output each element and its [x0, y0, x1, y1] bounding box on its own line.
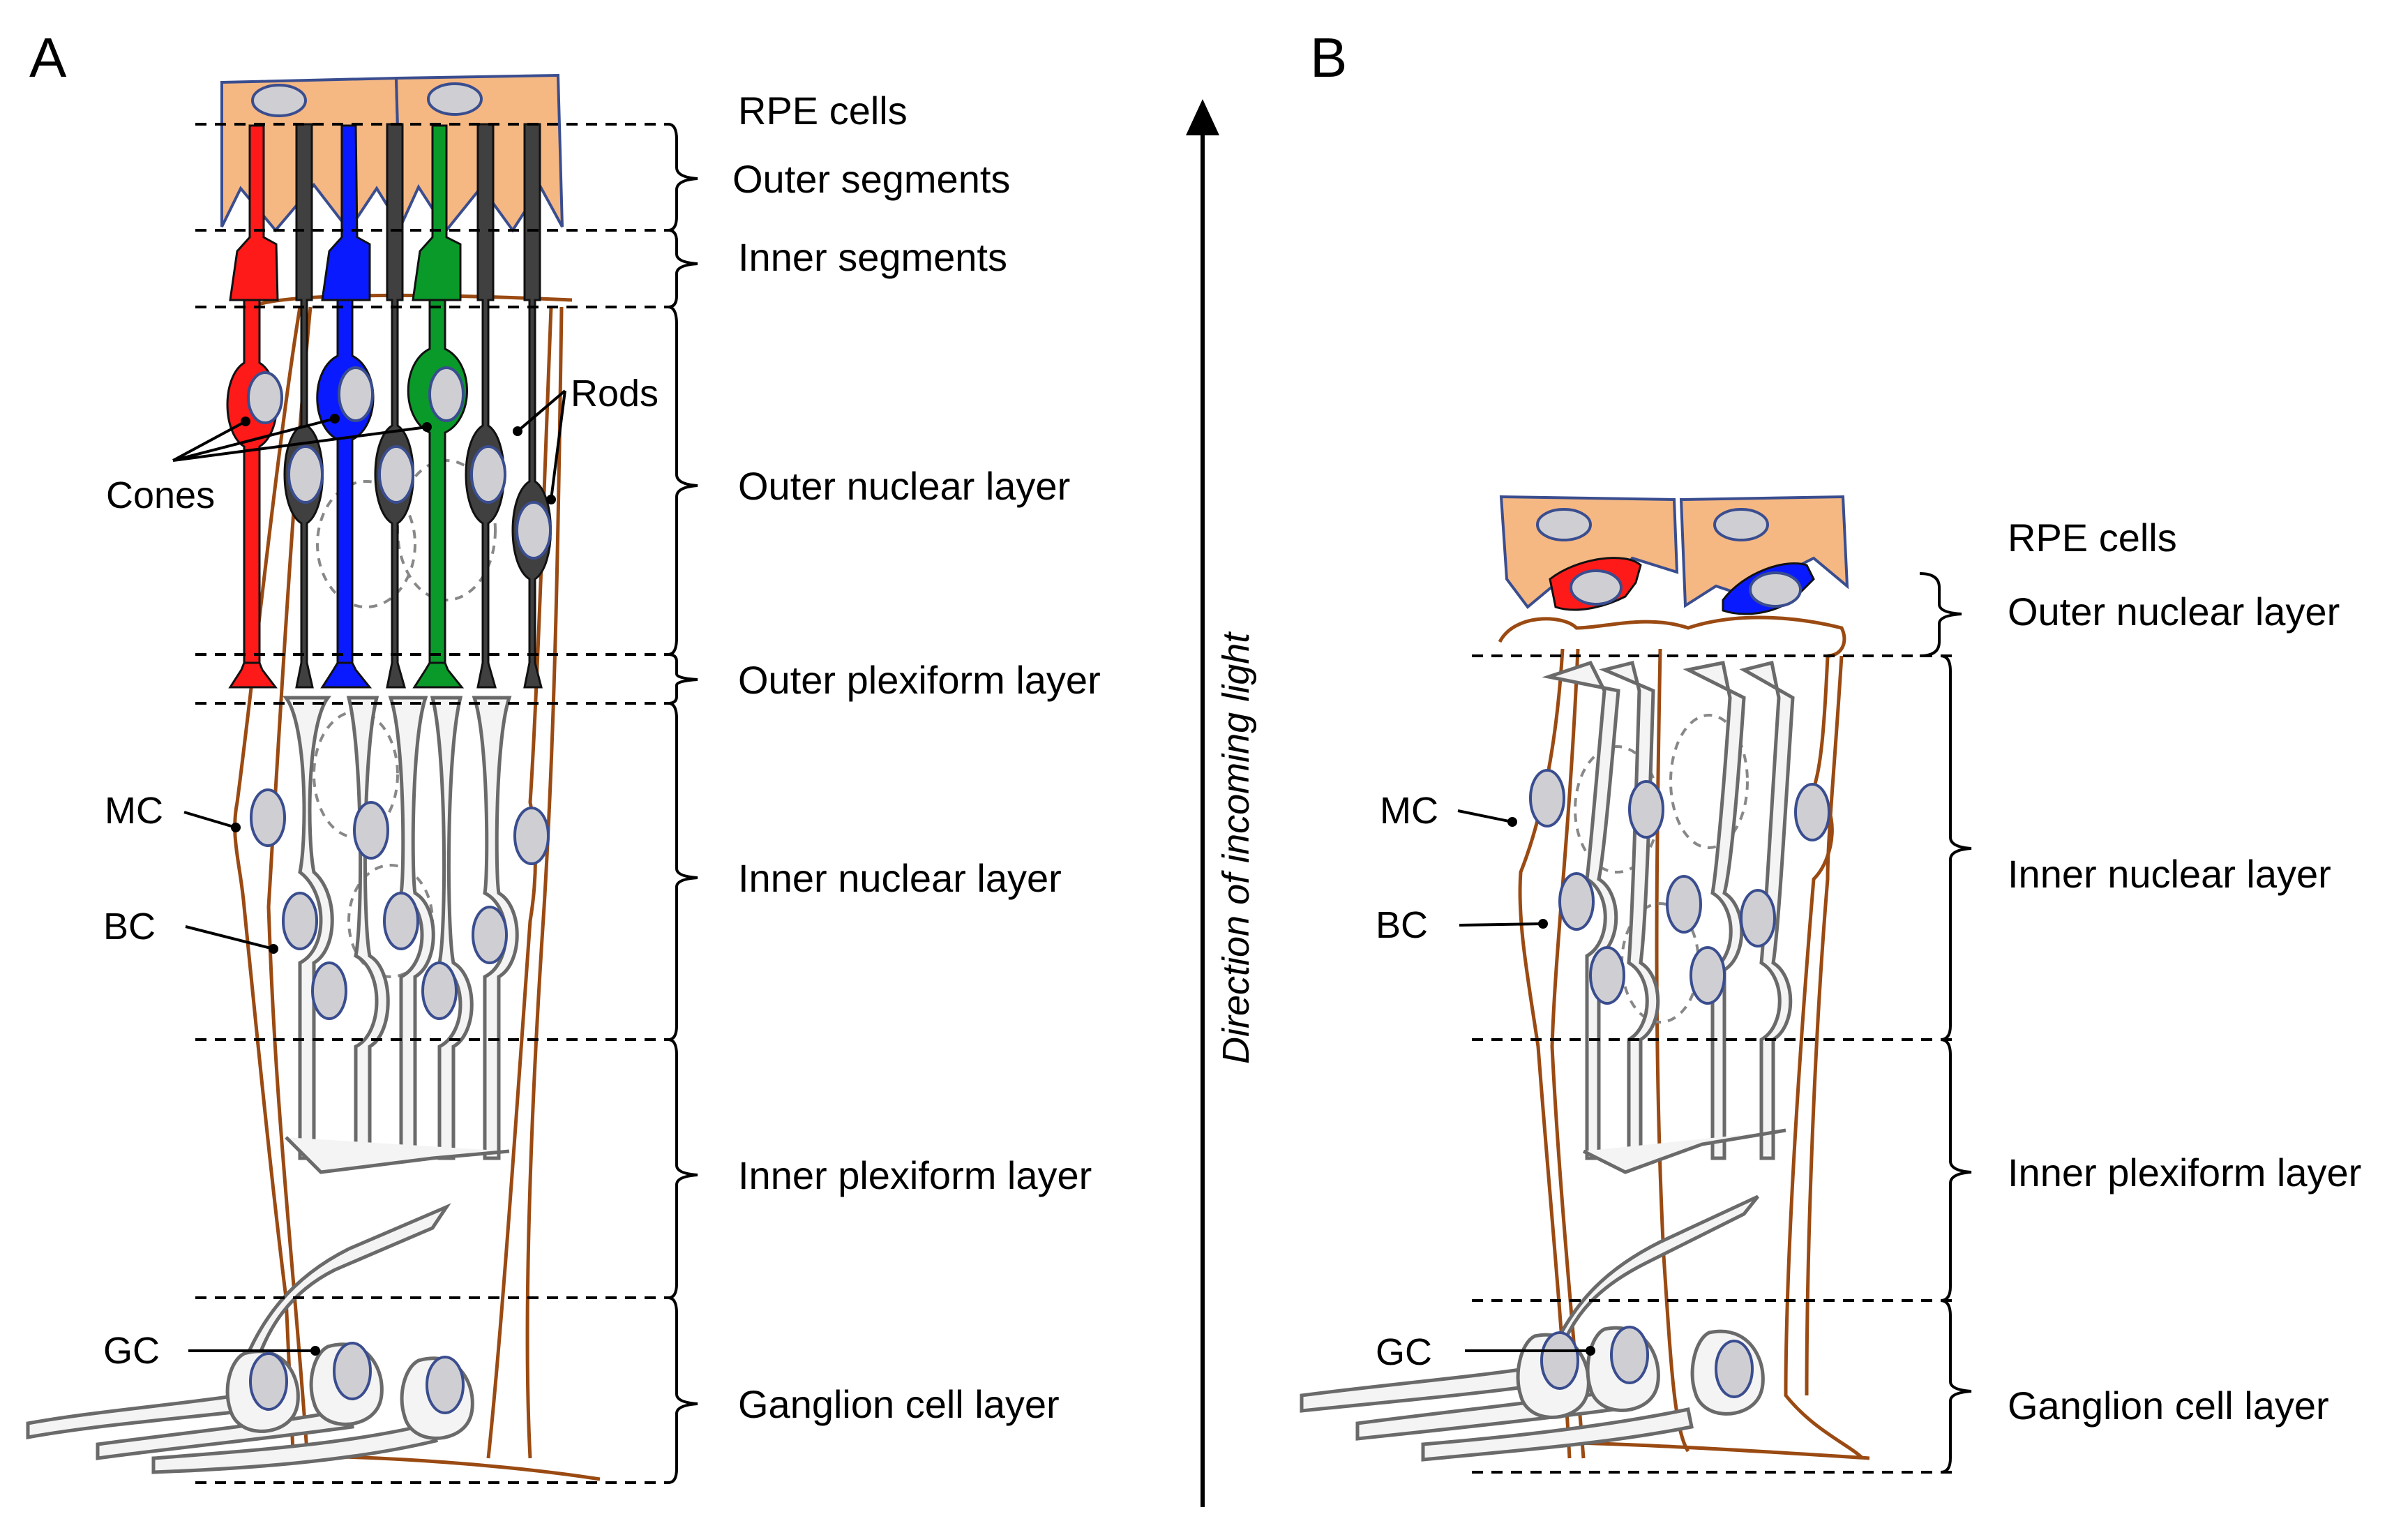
- panel-a-label-rpe: RPE cells: [738, 89, 908, 133]
- panel-a-label-outer-plexiform: Outer plexiform layer: [738, 658, 1101, 702]
- rpe-nucleus: [251, 84, 307, 117]
- panel-a-photoreceptors: [226, 123, 552, 689]
- rpe-nucleus: [427, 82, 483, 116]
- panel-b-label-inner-nuclear: Inner nuclear layer: [2008, 852, 2331, 896]
- panel-a-layer-boundaries: [195, 123, 670, 1484]
- panel-b-ganglion-cells: [1516, 1326, 1765, 1419]
- panel-b-label-ganglion: Ganglion cell layer: [2008, 1384, 2329, 1428]
- panel-a-label-inner-nuclear: Inner nuclear layer: [738, 856, 1062, 900]
- panel-b-label-gc: GC: [1376, 1331, 1432, 1373]
- panel-b-layer-boundaries: [1472, 654, 1953, 1474]
- panel-a-label-bc: BC: [103, 906, 156, 947]
- panel-a-ganglion-cells: [225, 1342, 474, 1440]
- light-direction-axis: Direction of incoming light: [1186, 99, 1257, 1507]
- arrow-up-icon: [1186, 99, 1219, 135]
- panel-b-rpe-cells: [1499, 495, 1849, 609]
- rod: [465, 123, 505, 689]
- panel-b-braces: [1919, 572, 1972, 1474]
- panel-b-letter: B: [1310, 27, 1347, 89]
- panel-a: A: [26, 27, 1101, 1484]
- panel-a-label-inner-plexiform: Inner plexiform layer: [738, 1153, 1092, 1197]
- panel-b: B: [1300, 27, 2361, 1474]
- rod: [374, 123, 414, 689]
- panel-b-label-mc: MC: [1380, 790, 1438, 832]
- panel-a-label-rods: Rods: [571, 373, 659, 414]
- panel-b-bipolar-cells: [1300, 660, 1830, 1462]
- panel-a-label-outer-nuclear: Outer nuclear layer: [738, 464, 1070, 508]
- panel-a-label-outer-segments: Outer segments: [732, 157, 1010, 201]
- panel-b-label-bc: BC: [1376, 904, 1428, 946]
- panel-b-photoreceptor-remnants: [1549, 557, 1815, 615]
- panel-a-label-ganglion: Ganglion cell layer: [738, 1382, 1060, 1426]
- panel-a-label-cones: Cones: [106, 474, 215, 516]
- rod: [283, 123, 324, 689]
- panel-a-braces: [668, 123, 698, 1484]
- panel-a-label-gc: GC: [103, 1330, 160, 1372]
- light-axis-label: Direction of incoming light: [1215, 631, 1257, 1064]
- panel-a-letter: A: [29, 27, 67, 89]
- panel-a-label-inner-segments: Inner segments: [738, 235, 1007, 279]
- panel-b-label-outer-nuclear: Outer nuclear layer: [2008, 590, 2340, 634]
- panel-a-label-mc: MC: [105, 790, 163, 832]
- panel-b-label-rpe: RPE cells: [2008, 516, 2177, 560]
- panel-b-label-inner-plexiform: Inner plexiform layer: [2008, 1151, 2361, 1194]
